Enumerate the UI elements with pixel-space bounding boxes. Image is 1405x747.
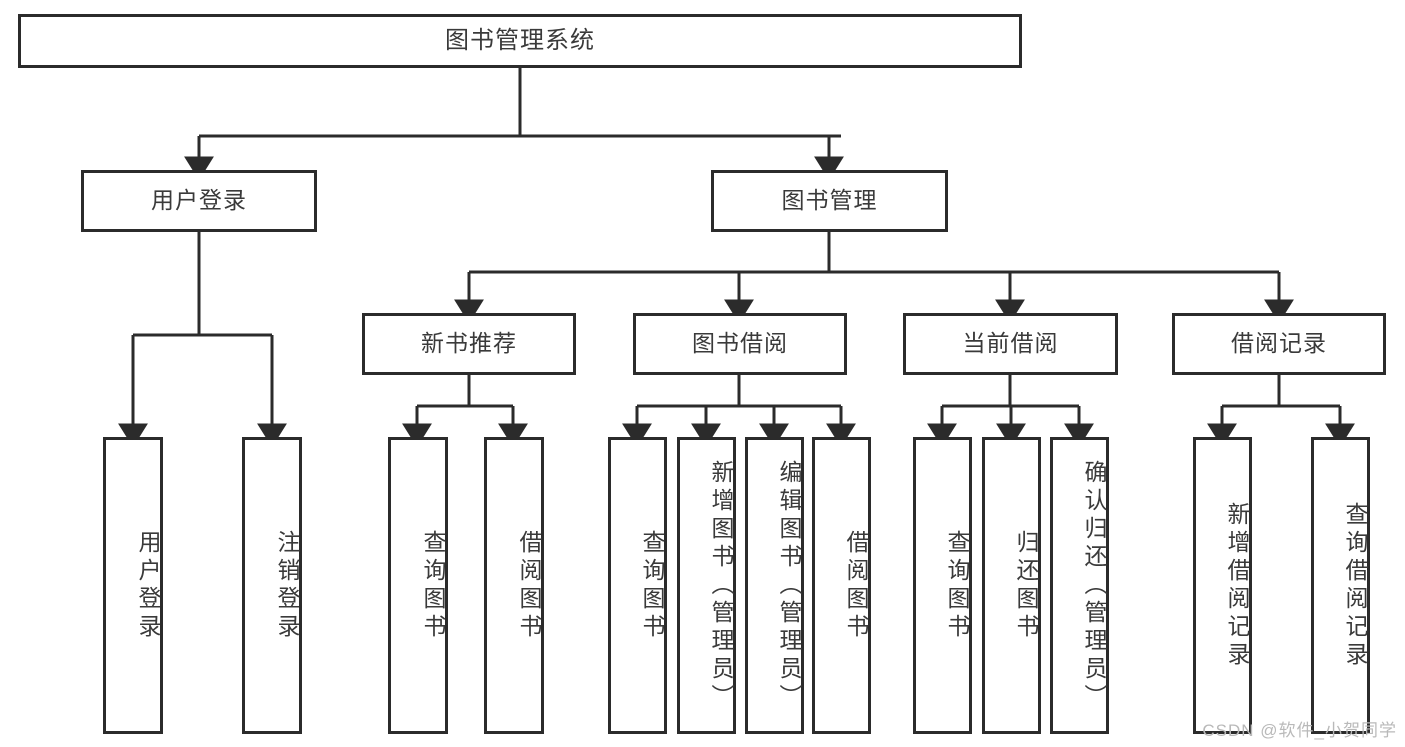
leaf-query-book-2[interactable]: 查询图书	[608, 437, 667, 734]
node-borrow-record-label: 借阅记录	[1231, 330, 1327, 357]
leaf-query-book-1[interactable]: 查询图书	[388, 437, 448, 734]
leaf-borrow-book-2-label: 借阅图书	[843, 529, 869, 642]
node-borrow-record[interactable]: 借阅记录	[1172, 313, 1386, 375]
leaf-confirm-return-label: 确认归还（管理员）	[1081, 459, 1107, 712]
leaf-add-book-label: 新增图书（管理员）	[708, 459, 734, 712]
node-current-borrow-label: 当前借阅	[962, 330, 1059, 357]
leaf-user-login-label: 用户登录	[135, 529, 161, 642]
leaf-query-book-3[interactable]: 查询图书	[913, 437, 972, 734]
leaf-return-book[interactable]: 归还图书	[982, 437, 1041, 734]
leaf-return-book-label: 归还图书	[1013, 529, 1039, 642]
leaf-query-book-1-label: 查询图书	[420, 529, 446, 642]
node-root-label: 图书管理系统	[445, 26, 595, 54]
node-new-book-rec-label: 新书推荐	[421, 330, 517, 357]
watermark: CSDN @软件_小贺同学	[1202, 721, 1397, 740]
node-new-book-rec[interactable]: 新书推荐	[362, 313, 576, 375]
node-root[interactable]: 图书管理系统	[18, 14, 1022, 68]
leaf-borrow-book-1[interactable]: 借阅图书	[484, 437, 544, 734]
leaf-edit-book-label: 编辑图书（管理员）	[776, 459, 802, 712]
node-book-borrow-label: 图书借阅	[692, 330, 788, 357]
leaf-user-login[interactable]: 用户登录	[103, 437, 163, 734]
leaf-logout-label: 注销登录	[274, 529, 300, 642]
node-book-borrow[interactable]: 图书借阅	[633, 313, 847, 375]
leaf-add-record[interactable]: 新增借阅记录	[1193, 437, 1252, 734]
node-book-manage-label: 图书管理	[781, 187, 878, 214]
node-user-login-label: 用户登录	[151, 187, 247, 214]
leaf-query-book-2-label: 查询图书	[639, 529, 665, 642]
leaf-logout[interactable]: 注销登录	[242, 437, 302, 734]
leaf-query-record-label: 查询借阅记录	[1342, 501, 1368, 670]
node-book-manage[interactable]: 图书管理	[711, 170, 948, 232]
node-user-login[interactable]: 用户登录	[81, 170, 317, 232]
leaf-add-record-label: 新增借阅记录	[1224, 501, 1250, 670]
leaf-borrow-book-1-label: 借阅图书	[516, 529, 542, 642]
leaf-borrow-book-2[interactable]: 借阅图书	[812, 437, 871, 734]
node-current-borrow[interactable]: 当前借阅	[903, 313, 1118, 375]
leaf-edit-book[interactable]: 编辑图书（管理员）	[745, 437, 804, 734]
leaf-add-book[interactable]: 新增图书（管理员）	[677, 437, 736, 734]
leaf-confirm-return[interactable]: 确认归还（管理员）	[1050, 437, 1109, 734]
leaf-query-record[interactable]: 查询借阅记录	[1311, 437, 1370, 734]
leaf-query-book-3-label: 查询图书	[944, 529, 970, 642]
